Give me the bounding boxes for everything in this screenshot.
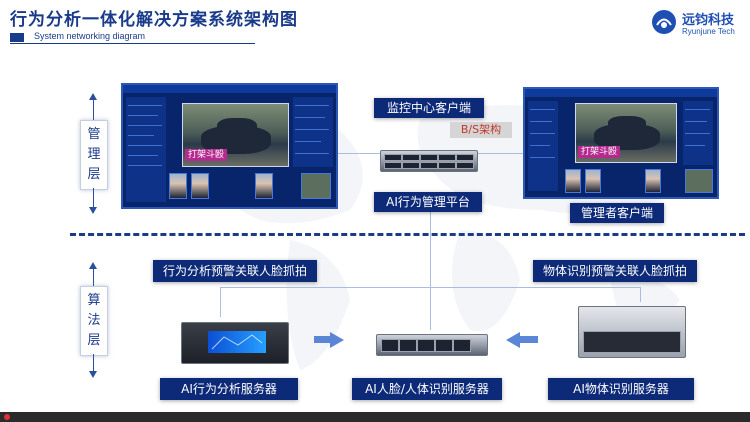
face-server-label: AI人脸/人体识别服务器 <box>352 378 502 400</box>
scene-thumbnail <box>301 173 331 199</box>
arrow-shaft <box>520 336 538 343</box>
algorithm-layer-label: 算法层 <box>80 286 108 356</box>
management-layer-text: 管理层 <box>87 127 101 182</box>
monitor-client-label: 监控中心客户端 <box>374 98 484 118</box>
screen-side-panel <box>293 97 333 167</box>
screen-side-panel <box>528 101 558 191</box>
connector-line <box>430 210 431 330</box>
screen-header <box>123 85 336 93</box>
fight-scene-image: 打架斗殴 <box>575 103 677 163</box>
page-title: 行为分析一体化解决方案系统架构图 <box>10 10 298 30</box>
fight-label-right: 打架斗殴 <box>578 146 621 158</box>
footer-icon <box>4 414 10 420</box>
layer-arrow-line <box>93 99 94 120</box>
company-logo: 远钧科技 Ryunjune Tech <box>652 8 742 38</box>
manager-client-label: 管理者客户端 <box>570 203 664 223</box>
fight-scene-image: 打架斗殴 <box>182 103 289 167</box>
face-thumbnail <box>191 173 209 199</box>
screen-side-panel <box>126 97 166 202</box>
behavior-capture-label: 行为分析预警关联人脸抓拍 <box>153 260 317 282</box>
server-icon <box>380 150 478 172</box>
layer-arrow-up-icon <box>89 262 97 269</box>
server-icon <box>376 334 488 356</box>
face-thumbnail <box>585 169 601 193</box>
logo-english: Ryunjune Tech <box>682 27 735 36</box>
arrow-left-icon <box>506 332 520 348</box>
monitor-screen-left: 打架斗殴 <box>121 83 338 209</box>
layer-arrow-up-icon <box>89 93 97 100</box>
layer-arrow-line <box>93 188 94 208</box>
object-capture-label: 物体识别预警关联人脸抓拍 <box>533 260 697 282</box>
arrow-right-icon <box>330 332 344 348</box>
presentation-footer <box>0 412 750 422</box>
bs-architecture-label: B/S架构 <box>450 122 512 138</box>
server-icon <box>181 322 289 364</box>
scene-thumbnail <box>685 169 713 193</box>
face-thumbnail <box>645 169 661 193</box>
title-accent-mark <box>10 33 24 42</box>
object-server-label: AI物体识别服务器 <box>548 378 694 400</box>
management-layer-label: 管理层 <box>80 120 108 190</box>
page-subtitle: System networking diagram <box>34 31 146 41</box>
layer-arrow-line <box>93 354 94 372</box>
screen-header <box>525 89 717 97</box>
server-icon <box>578 306 686 358</box>
arrow-shaft <box>314 336 330 343</box>
fight-label-left: 打架斗殴 <box>185 149 228 161</box>
face-thumbnail <box>565 169 581 193</box>
connector-line <box>220 287 640 288</box>
layer-arrow-line <box>93 268 94 286</box>
face-thumbnail <box>169 173 187 199</box>
monitor-screen-right: 打架斗殴 <box>523 87 719 199</box>
screen-side-panel <box>683 101 713 165</box>
layer-divider <box>70 233 745 236</box>
layer-arrow-down-icon <box>89 371 97 378</box>
title-underline <box>10 43 255 44</box>
connector-line <box>220 287 221 317</box>
connector-line <box>640 287 641 302</box>
layer-arrow-down-icon <box>89 207 97 214</box>
logo-icon <box>652 10 676 34</box>
face-thumbnail <box>255 173 273 199</box>
behavior-server-label: AI行为分析服务器 <box>160 378 298 400</box>
algorithm-layer-text: 算法层 <box>87 293 101 348</box>
logo-name: 远钧科技 <box>682 13 735 28</box>
ai-platform-label: AI行为管理平台 <box>374 192 482 212</box>
connector-line <box>450 153 525 154</box>
